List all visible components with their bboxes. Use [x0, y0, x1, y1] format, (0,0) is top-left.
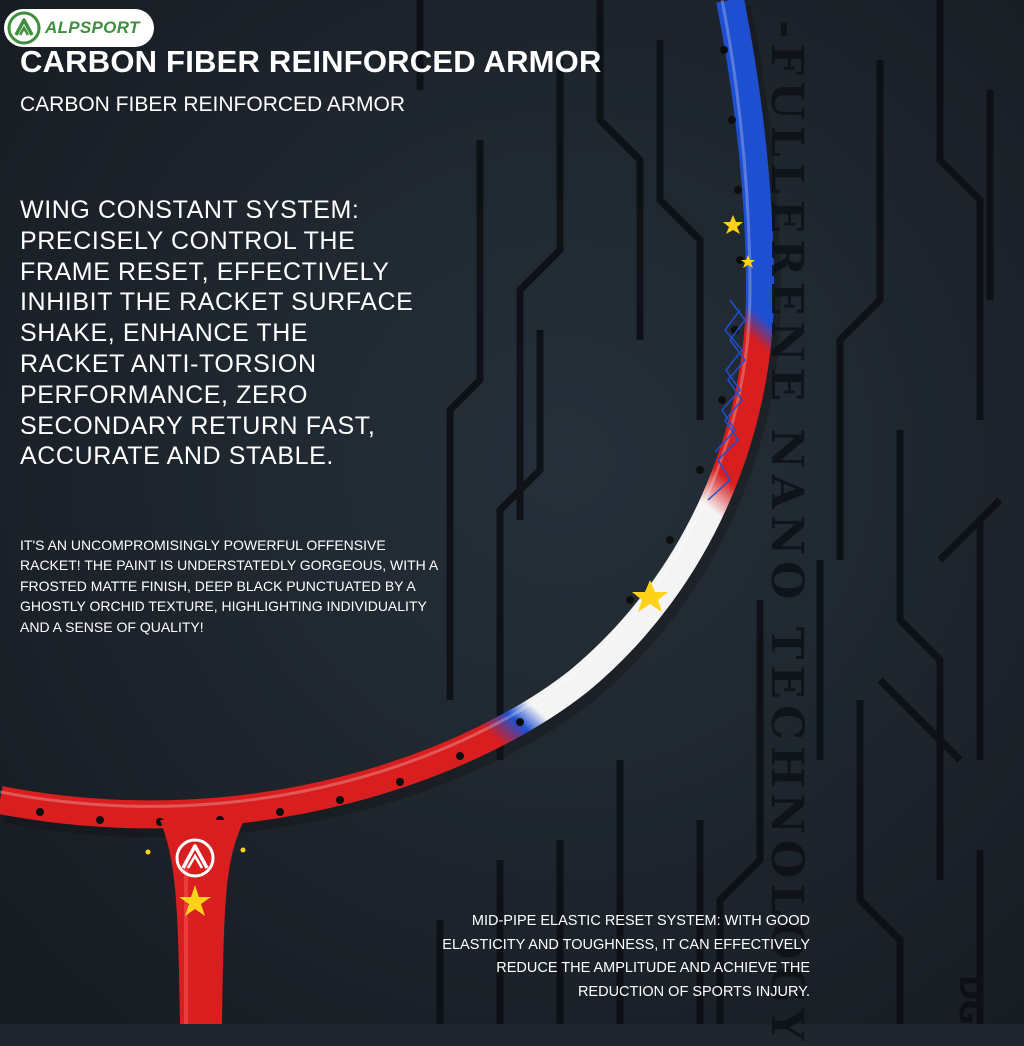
svg-text:DG: DG: [952, 975, 987, 1024]
dark-background: [0, 0, 1024, 1024]
throat-logo-icon: [175, 838, 215, 878]
corner-text-fragment: DG: [952, 975, 987, 1024]
brand-logo: ALPSPORT: [4, 9, 154, 47]
throat-star: [179, 885, 211, 916]
offensive-racket-text: IT'S AN UNCOMPROMISINGLY POWERFUL OFFENS…: [20, 537, 438, 635]
circuit-line-pattern: [416, 0, 1003, 1024]
brand-name: ALPSPORT: [45, 18, 140, 37]
headline-sub: CARBON FIBER REINFORCED ARMOR: [20, 93, 406, 116]
fullerene-vertical-text: -FULLERENE NANO TECHNOLOGY: [761, 20, 812, 1046]
mid-pipe-text: MID-PIPE ELASTIC RESET SYSTEM: WITH GOOD…: [442, 913, 810, 1000]
racket-photo: DG: [0, 0, 1024, 1024]
headline-main: CARBON FIBER REINFORCED ARMOR: [20, 44, 602, 79]
racket-head-frame: [0, 0, 775, 829]
alpsport-logo-icon: [7, 11, 41, 45]
frame-blue-pattern: [707, 299, 746, 501]
frame-stars: [632, 215, 755, 612]
wing-constant-system-text: WING CONSTANT SYSTEM: PRECISELY CONTROL …: [20, 196, 414, 471]
